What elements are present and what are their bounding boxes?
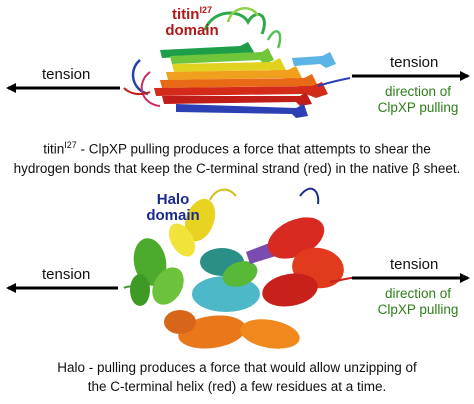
halo-domain-word: domain [146,207,200,224]
halo-caption: Halo - pulling produces a force that wou… [0,358,474,396]
titin-caption-line2: hydrogen bonds that keep the C-terminal … [13,160,461,176]
top-pull-line2: ClpXP pulling [377,100,459,115]
bottom-left-tension-label: tension [42,266,91,283]
titin-panel: titinI27 domain tension tension directio… [0,0,474,182]
titin-caption-sup: I27 [64,140,77,150]
halo-domain-name: Halo [156,191,190,208]
bottom-right-tension-label: tension [390,256,439,273]
top-pull-line1: direction of [384,84,452,99]
titin-caption-line1: titinI27 - ClpXP pulling produces a forc… [0,136,474,159]
titin-domain-sup: I27 [199,5,212,15]
titin-domain-name: titin [171,6,200,23]
halo-figure [6,187,470,349]
titin-caption-name: titin [43,141,65,157]
bottom-pull-direction-label: direction of ClpXP pulling [368,286,468,318]
bottom-pull-line2: ClpXP pulling [377,302,459,317]
titin-caption: titinI27 - ClpXP pulling produces a forc… [0,136,474,178]
halo-structure [123,187,353,349]
halo-caption-line1: Halo - pulling produces a force that wou… [57,360,417,375]
titin-structure [123,7,351,118]
halo-domain-label: Halo domain [138,192,208,224]
halo-caption-line2: the C-terminal helix (red) a few residue… [87,379,387,394]
top-right-tension-label: tension [390,54,439,71]
titin-domain-label: titinI27 domain [152,2,232,39]
titin-figure [6,7,470,118]
bottom-pull-line1: direction of [384,286,452,301]
titin-domain-word: domain [165,22,219,39]
top-pull-direction-label: direction of ClpXP pulling [368,84,468,116]
halo-panel: Halo domain tension tension direction of… [0,182,474,404]
top-left-tension-label: tension [42,66,91,83]
titin-caption-rest: - ClpXP pulling produces a force that at… [76,141,431,157]
